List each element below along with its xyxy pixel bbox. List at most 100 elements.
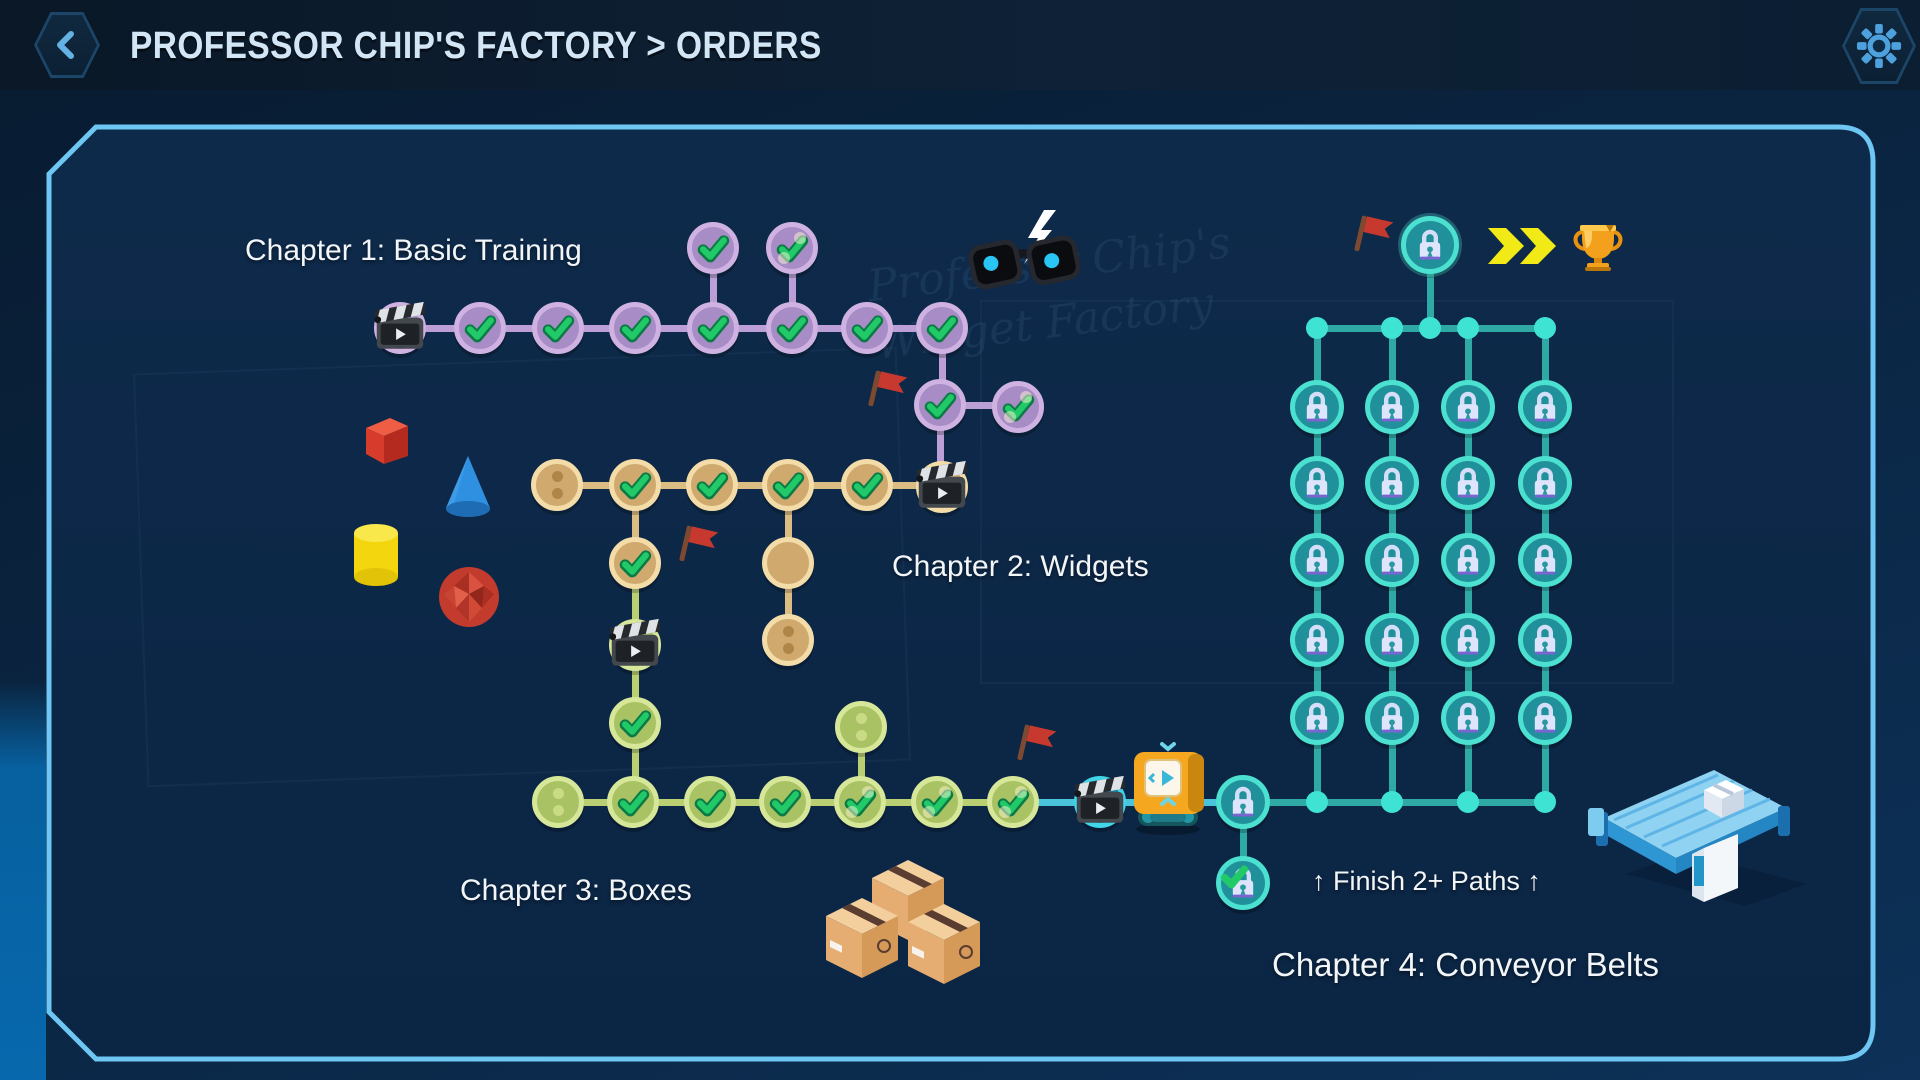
locked-level-node[interactable]	[1518, 456, 1572, 510]
locked-level-node[interactable]	[1518, 533, 1572, 587]
junction-dot	[1381, 791, 1403, 813]
chapter-1-label: Chapter 1: Basic Training	[245, 234, 582, 267]
path-edge	[857, 727, 865, 802]
level-node-completed[interactable]	[762, 459, 814, 511]
level-node-plain[interactable]	[762, 537, 814, 589]
path-edge	[788, 248, 796, 328]
level-node-available[interactable]	[762, 614, 814, 666]
path-edge	[557, 481, 930, 489]
chapter-4-label: Chapter 4: Conveyor Belts	[1272, 946, 1660, 983]
junction-dot	[1306, 317, 1328, 339]
path-edge	[400, 324, 942, 332]
double-chevron-icon	[1488, 228, 1556, 264]
locked-level-node[interactable]	[1290, 456, 1344, 510]
locked-level-node[interactable]	[1518, 691, 1572, 745]
level-node-completed[interactable]	[841, 302, 893, 354]
flag-marker	[674, 520, 720, 570]
path-edge	[709, 248, 717, 328]
level-node-completed[interactable]	[911, 776, 963, 828]
level-node-completed[interactable]	[609, 697, 661, 749]
red-cube-shape	[366, 418, 408, 464]
flag-marker	[1012, 719, 1058, 769]
video-level-node[interactable]	[916, 460, 968, 513]
level-node-completed[interactable]	[841, 459, 893, 511]
level-node-completed[interactable]	[607, 776, 659, 828]
locked-level-node[interactable]	[1365, 380, 1419, 434]
junction-dot	[1457, 791, 1479, 813]
locked-level-node[interactable]	[1365, 691, 1419, 745]
locked-level-node[interactable]	[1365, 456, 1419, 510]
locked-level-node[interactable]	[1290, 533, 1344, 587]
level-node-completed[interactable]	[916, 302, 968, 354]
path-edge	[1239, 802, 1247, 883]
junction-dot	[1457, 317, 1479, 339]
level-node-completed[interactable]	[686, 459, 738, 511]
level-node-completed[interactable]	[454, 302, 506, 354]
conveyor-belt-machine	[1588, 770, 1806, 906]
locked-level-node[interactable]	[1365, 533, 1419, 587]
chapter-3-label: Chapter 3: Boxes	[460, 874, 692, 907]
locked-level-node[interactable]	[1216, 775, 1270, 829]
chapter-gate-lock-node[interactable]	[1401, 216, 1459, 274]
locked-level-node[interactable]	[1518, 380, 1572, 434]
locked-level-node[interactable]	[1290, 380, 1344, 434]
locked-level-node[interactable]	[1441, 613, 1495, 667]
path-edge	[631, 485, 639, 563]
left-accent-rail	[0, 680, 46, 1080]
background-sketch	[980, 300, 1674, 684]
path-edge	[936, 405, 944, 470]
video-level-node[interactable]	[609, 618, 661, 671]
locked-level-node[interactable]	[1290, 691, 1344, 745]
level-node-completed[interactable]	[759, 776, 811, 828]
level-node-completed[interactable]	[609, 459, 661, 511]
level-node-completed[interactable]	[914, 379, 966, 431]
locked-level-node[interactable]	[1518, 613, 1572, 667]
level-node-completed[interactable]	[684, 776, 736, 828]
level-node-completed[interactable]	[687, 222, 739, 274]
level-node-completed[interactable]	[766, 302, 818, 354]
locked-level-node[interactable]	[1441, 533, 1495, 587]
level-node-available[interactable]	[835, 701, 887, 753]
path-edge	[938, 328, 946, 405]
level-node-completed[interactable]	[609, 537, 661, 589]
gear-icon	[1856, 23, 1902, 69]
trophy-icon	[1573, 225, 1623, 271]
flag-marker	[1349, 210, 1395, 260]
red-geosphere-shape	[439, 567, 499, 627]
yellow-robot-character	[1134, 742, 1204, 835]
chapter-2-label: Chapter 2: Widgets	[892, 550, 1149, 583]
locked-level-node[interactable]	[1441, 456, 1495, 510]
locked-level-node[interactable]	[1290, 613, 1344, 667]
level-node-completed[interactable]	[987, 776, 1039, 828]
level-node-completed[interactable]	[609, 302, 661, 354]
video-level-node[interactable]	[374, 301, 426, 354]
panel-border	[46, 124, 1876, 1062]
flag-marker	[863, 365, 909, 415]
locked-level-node[interactable]	[1365, 613, 1419, 667]
robot-glasses-logo	[968, 210, 1081, 290]
level-node-completed[interactable]	[687, 302, 739, 354]
level-node-available[interactable]	[531, 459, 583, 511]
junction-dot	[1534, 791, 1556, 813]
page-title: PROFESSOR CHIP'S FACTORY > ORDERS	[130, 25, 822, 67]
locked-level-node[interactable]	[1216, 856, 1270, 910]
locked-level-node[interactable]	[1441, 691, 1495, 745]
video-level-node[interactable]	[1074, 775, 1126, 828]
finish-paths-hint: ↑ Finish 2+ Paths ↑	[1312, 866, 1541, 896]
settings-button[interactable]	[1842, 8, 1916, 84]
path-edge	[1426, 270, 1434, 328]
path-edge	[1013, 798, 1243, 806]
junction-dot	[1419, 317, 1441, 339]
back-button[interactable]	[34, 12, 100, 78]
level-node-completed[interactable]	[834, 776, 886, 828]
top-bar: PROFESSOR CHIP'S FACTORY > ORDERS	[0, 0, 1920, 90]
level-node-completed[interactable]	[532, 302, 584, 354]
level-node-completed[interactable]	[992, 381, 1044, 433]
blue-cone-shape	[446, 456, 490, 517]
locked-level-node[interactable]	[1441, 380, 1495, 434]
junction-dot	[1534, 317, 1556, 339]
level-node-completed[interactable]	[766, 222, 818, 274]
level-node-available[interactable]	[532, 776, 584, 828]
